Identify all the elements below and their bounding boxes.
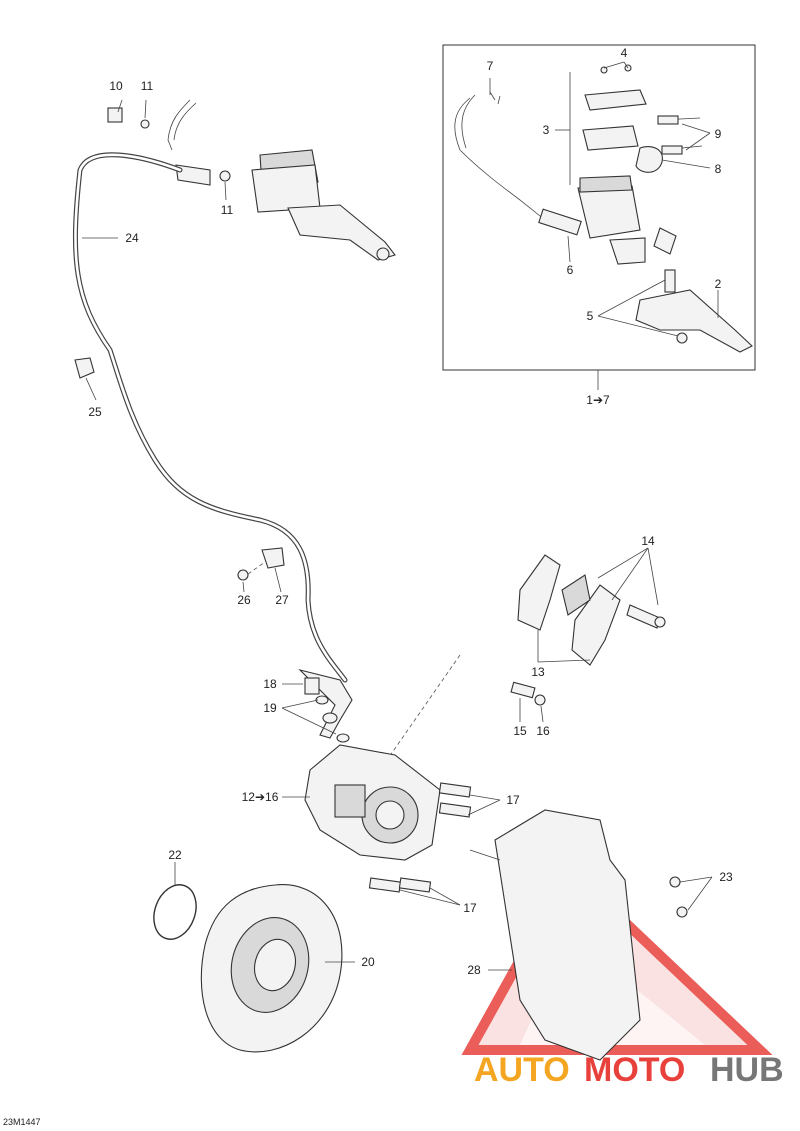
svg-text:MOTO: MOTO — [584, 1051, 685, 1089]
callout-19: 19 — [263, 701, 277, 715]
hose-clip-26-27 — [237, 547, 285, 581]
svg-text:HUB: HUB — [710, 1051, 784, 1089]
callout-18: 18 — [263, 677, 277, 691]
callout-16: 16 — [536, 724, 550, 738]
callout-labels: 10 11 11 24 25 7 4 3 9 8 6 2 5 1➔7 14 13… — [88, 46, 733, 977]
callout-17a: 17 — [506, 793, 520, 807]
callout-27: 27 — [275, 593, 289, 607]
bleeder-and-bolts — [304, 677, 546, 743]
callout-23: 23 — [719, 870, 733, 884]
upper-master-cylinder — [107, 99, 396, 261]
brake-hose — [72, 152, 353, 739]
callout-2: 2 — [715, 277, 722, 291]
leader-lines — [82, 61, 719, 971]
callout-11a: 11 — [141, 79, 154, 93]
callout-17b: 17 — [463, 901, 477, 915]
callout-13: 13 — [531, 665, 545, 679]
brake-caliper — [304, 654, 472, 893]
disc-guard — [469, 809, 688, 1061]
callout-7: 7 — [487, 59, 494, 73]
callout-11b: 11 — [221, 203, 234, 217]
brake-pads — [517, 554, 666, 666]
inset-master-cylinder — [454, 64, 753, 353]
callout-10: 10 — [109, 79, 123, 93]
callout-24: 24 — [125, 231, 139, 245]
callout-20: 20 — [361, 955, 375, 969]
svg-text:AUTO: AUTO — [474, 1051, 570, 1089]
callout-26: 26 — [237, 593, 251, 607]
callout-25: 25 — [88, 405, 102, 419]
callout-15: 15 — [513, 724, 527, 738]
callout-6: 6 — [567, 263, 574, 277]
callout-4: 4 — [621, 46, 628, 60]
brake-disc — [153, 884, 343, 1053]
callout-9: 9 — [715, 127, 722, 141]
callout-1-7: 1➔7 — [586, 393, 610, 407]
inset-box — [442, 44, 756, 371]
callout-28: 28 — [467, 963, 481, 977]
callout-3: 3 — [543, 123, 550, 137]
callout-12-16: 12➔16 — [242, 790, 279, 804]
watermark-text: AUTO MOTO HUB — [474, 1051, 784, 1089]
callout-5: 5 — [587, 309, 594, 323]
callout-22: 22 — [168, 848, 182, 862]
hose-clip-25 — [74, 357, 95, 379]
callout-8: 8 — [715, 162, 722, 176]
callout-14: 14 — [641, 534, 655, 548]
drawing-code: 23M1447 — [3, 1117, 41, 1127]
